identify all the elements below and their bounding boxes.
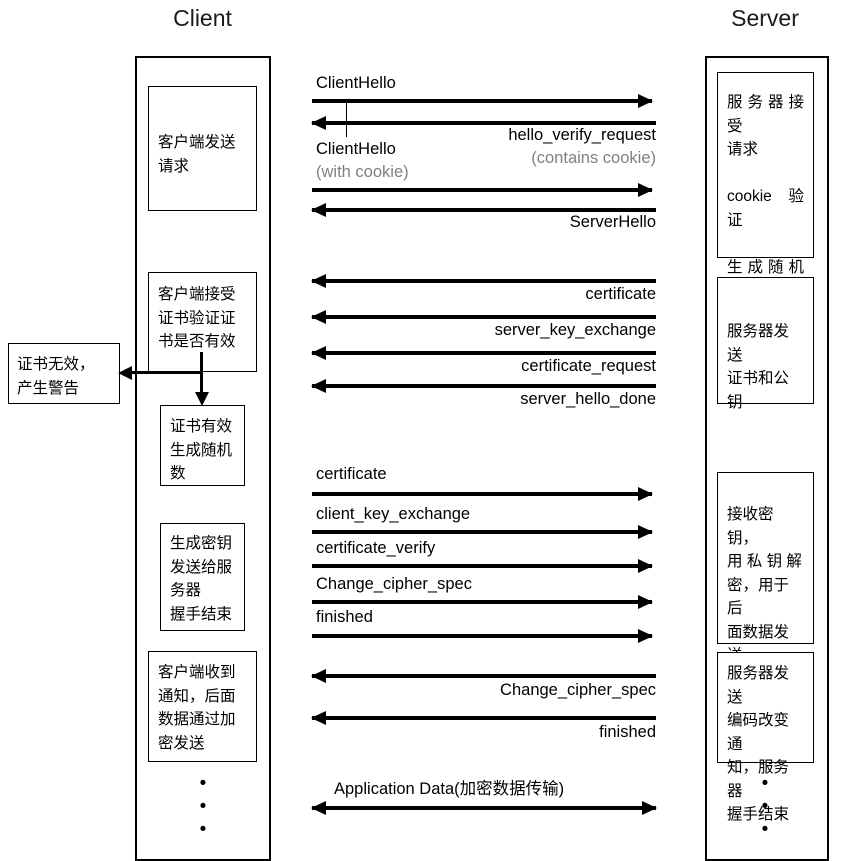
note-server-cipher-notice: 服务器发送 编码改变通 知，服务器 握手结束 (717, 652, 814, 823)
ellipsis-client: • • • (193, 772, 213, 841)
ellipsis-dot: • (761, 773, 769, 794)
arrow-shaft (312, 99, 652, 103)
arrow-shaft (312, 716, 656, 720)
label-certificate-request: certificate_request (521, 357, 656, 375)
note-cert-invalid-alert: 证书无效， 产生警告 (8, 343, 120, 404)
label-finished-s2c: finished (599, 723, 656, 741)
ellipsis-dot: • (761, 819, 769, 840)
arrow-head-left (311, 710, 326, 725)
decision-arrow-left-head (118, 365, 132, 380)
note-client-cert-valid: 证书有效 生成随机 数 (160, 405, 245, 486)
arrow-head-right (638, 93, 653, 108)
arrow-head-left (311, 309, 326, 324)
lane-title-client: Client (173, 5, 232, 31)
arrow-shaft (312, 384, 656, 388)
arrow-shaft (312, 634, 652, 638)
label-server-hello: ServerHello (569, 213, 656, 231)
arrow-head-left (311, 345, 326, 360)
arrow-head-left (311, 115, 326, 130)
note-client-notified: 客户端收到 通知，后面 数据通过加 密发送 (148, 651, 257, 762)
arrow-head-right (642, 800, 657, 815)
arrow-head-left (311, 273, 326, 288)
arrow-shaft (312, 121, 656, 125)
arrow-shaft (312, 208, 656, 212)
label-hello-verify-request: hello_verify_request (508, 126, 656, 144)
ellipsis-dot: • (761, 796, 769, 817)
arrow-head-right (638, 558, 653, 573)
label-server-hello-done: server_hello_done (520, 390, 656, 408)
arrow-head-right (638, 182, 653, 197)
arrow-shaft (312, 674, 656, 678)
note-server-decrypt-key: 接收密钥， 用 私 钥 解 密，用于后 面数据发送 加密 (717, 472, 814, 688)
label-server-key-exchange: server_key_exchange (494, 321, 656, 339)
label-client-key-exchange: client_key_exchange (316, 505, 471, 523)
arrow-shaft (312, 351, 656, 355)
arrow-shaft (312, 492, 652, 496)
arrow-head-right (638, 594, 653, 609)
decision-arrow-down-head (194, 392, 209, 406)
ellipsis-dot: • (199, 819, 207, 840)
note-client-request: 客户端发送 请求 (148, 86, 257, 211)
label-client-hello-2: ClientHello (316, 140, 396, 158)
arrow-shaft (312, 806, 656, 810)
label-contains-cookie: (contains cookie) (531, 149, 656, 167)
label-change-cipher-spec-s2c: Change_cipher_spec (500, 681, 656, 699)
arrow-head-right (638, 486, 653, 501)
label-with-cookie: (with cookie) (316, 163, 409, 181)
label-finished-c2s: finished (316, 608, 373, 626)
ellipsis-dot: • (199, 773, 207, 794)
ellipsis-dot: • (199, 796, 207, 817)
label-certificate-c2s: certificate (316, 465, 387, 483)
tick-line (346, 103, 348, 137)
arrow-head-left (311, 202, 326, 217)
arrow-shaft (312, 564, 652, 568)
arrow-head-right (638, 524, 653, 539)
arrow-shaft (312, 600, 652, 604)
note-server-send-cert: 服务器发送 证书和公钥 (717, 277, 814, 411)
arrow-head-left (311, 668, 326, 683)
label-application-data: Application Data(加密数据传输) (334, 780, 565, 798)
arrow-head-left (311, 378, 326, 393)
label-client-hello-1: ClientHello (316, 74, 396, 92)
label-certificate-s2c: certificate (585, 285, 656, 303)
arrow-shaft (312, 530, 652, 534)
arrow-shaft (312, 315, 656, 319)
ellipsis-server: • • • (755, 772, 775, 841)
label-certificate-verify: certificate_verify (316, 539, 436, 557)
note-client-gen-key: 生成密钥 发送给服 务器 握手结束 (160, 523, 245, 631)
label-change-cipher-spec-c2s: Change_cipher_spec (316, 575, 472, 593)
note-server-accept-request: 服务器接受 请求 cookie 验证 生成随机的 session ID (717, 72, 814, 323)
arrow-shaft (312, 188, 652, 192)
arrow-head-right (638, 628, 653, 643)
decision-arrow-left-shaft (128, 371, 203, 375)
arrow-shaft (312, 279, 656, 283)
arrow-head-left (311, 800, 326, 815)
lane-title-server: Server (731, 5, 799, 31)
